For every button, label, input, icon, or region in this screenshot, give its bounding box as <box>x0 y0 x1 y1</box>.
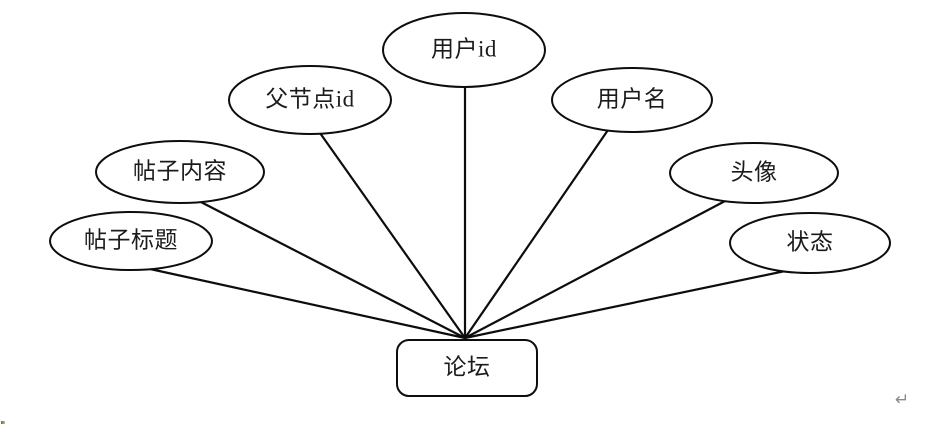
attribute-post-content-label: 帖子内容 <box>133 158 227 183</box>
entity-forum-label: 论坛 <box>444 354 491 379</box>
edge-attribute-user-name <box>463 128 610 340</box>
attribute-avatar-ellipse <box>669 142 839 204</box>
attribute-post-content-ellipse <box>95 140 265 204</box>
attribute-user-name-ellipse <box>551 67 713 133</box>
attribute-parent-node-id[interactable]: 父节点id <box>228 65 392 135</box>
attribute-user-id-label: 用户id <box>431 36 497 61</box>
edge-attribute-parent-node-id <box>318 131 467 340</box>
entity-forum[interactable]: 论坛 <box>396 339 538 397</box>
attribute-user-name-label: 用户名 <box>597 86 668 111</box>
attribute-post-title-label: 帖子标题 <box>84 227 178 252</box>
attribute-user-name[interactable]: 用户名 <box>551 67 713 133</box>
attribute-parent-node-id-ellipse <box>228 65 392 135</box>
attribute-post-title-ellipse <box>49 211 213 271</box>
attribute-status-label: 状态 <box>787 229 834 254</box>
edge-group <box>148 85 792 340</box>
attribute-avatar-label: 头像 <box>731 159 778 184</box>
attribute-user-id[interactable]: 用户id <box>382 12 546 88</box>
edge-attribute-avatar <box>463 198 729 340</box>
attribute-post-content[interactable]: 帖子内容 <box>95 140 265 204</box>
attribute-status-ellipse <box>729 212 891 274</box>
edge-attribute-post-title <box>148 267 467 340</box>
attribute-status[interactable]: 状态 <box>729 212 891 274</box>
corner-artifact-dot <box>1 421 5 424</box>
attribute-post-title[interactable]: 帖子标题 <box>49 211 213 271</box>
edge-attribute-status <box>463 268 792 340</box>
entity-forum-rect <box>396 339 538 397</box>
attribute-parent-node-id-label: 父节点id <box>265 86 354 111</box>
attribute-avatar[interactable]: 头像 <box>669 142 839 204</box>
paragraph-mark-icon: ↵ <box>895 390 910 409</box>
attribute-user-id-ellipse <box>382 12 546 88</box>
edge-attribute-post-content <box>195 198 467 340</box>
